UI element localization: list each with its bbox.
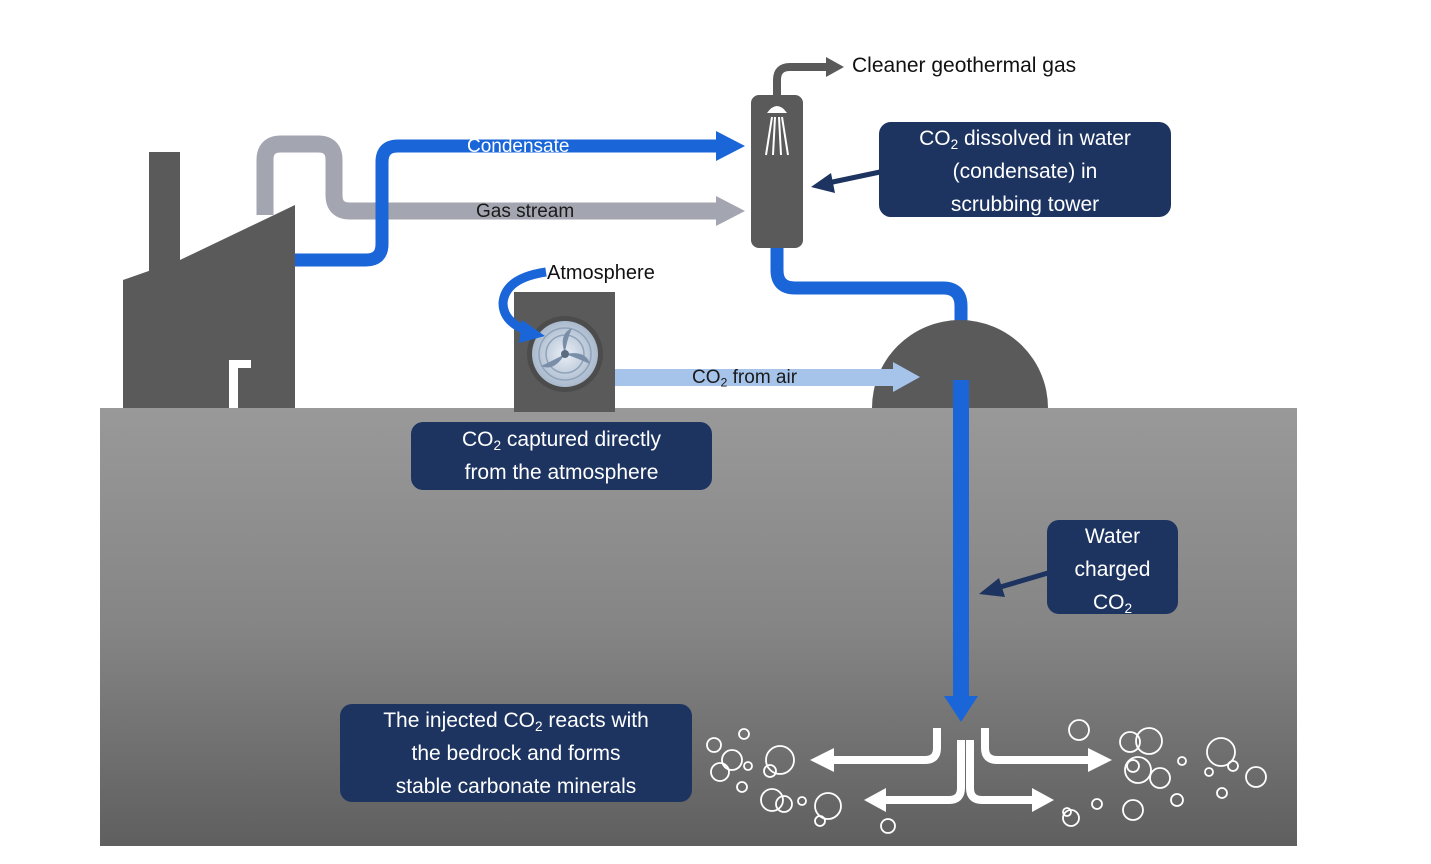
cleaner-gas-label: Cleaner geothermal gas [852, 54, 1077, 77]
scrubbing-l3: scrubbing tower [950, 193, 1100, 216]
water-pointer-arrow [979, 570, 1049, 597]
scrubbing-pointer-arrow [811, 169, 881, 193]
water-l3a: CO [1092, 591, 1125, 614]
air-capture-callout: CO2 captured directly from the atmospher… [411, 422, 712, 490]
condensate-label: Condensate [467, 136, 570, 157]
co2-from-air-co: CO [692, 367, 721, 388]
scrubbing-l2: (condensate) in [952, 160, 1098, 183]
tower-outflow-pipe [770, 248, 968, 322]
capture-l2: from the atmosphere [464, 461, 659, 484]
spread-arrowheads [810, 748, 1112, 812]
scrubbing-tower [751, 57, 844, 248]
shower-icon [765, 106, 789, 156]
atmosphere-label: Atmosphere [547, 262, 655, 284]
water-charged-callout: Water charged CO2 [1047, 520, 1178, 617]
bedrock-reaction-callout: The injected CO2 reacts with the bedrock… [340, 704, 692, 802]
co2-from-air-sub: 2 [720, 375, 728, 390]
reacts-l1a: The injected CO [383, 709, 535, 732]
capture-l1b: captured directly [501, 428, 661, 451]
factory-building [123, 152, 295, 408]
mineral-bubbles-left [706, 728, 896, 834]
capture-l1-sub: 2 [493, 438, 502, 454]
water-l2: charged [1074, 558, 1151, 581]
scrubbing-tower-callout: CO2 dissolved in water (condensate) in s… [879, 122, 1171, 217]
fan-icon [532, 321, 598, 387]
water-l1: Water [1084, 525, 1141, 548]
scrubbing-l1a: CO [919, 127, 951, 150]
co2-from-air-stream [612, 362, 920, 392]
injection-mound [872, 320, 1048, 408]
reacts-l1b: reacts with [542, 709, 649, 732]
injection-pipe [944, 380, 978, 722]
gas-stream-pipe [256, 135, 745, 226]
capture-l1a: CO [461, 428, 494, 451]
atmosphere-intake-arrow [498, 267, 547, 343]
condensate-pipe [295, 131, 745, 267]
co2-from-air-text: from air [732, 367, 798, 388]
gas-stream-label: Gas stream [476, 201, 575, 222]
mineral-bubbles-right [1062, 719, 1267, 827]
reacts-l1-sub: 2 [534, 719, 543, 735]
spread-arrows [832, 728, 1090, 804]
co2-from-air-label: CO2 from air [692, 367, 798, 390]
reacts-l3: stable carbonate minerals [395, 775, 637, 798]
water-l3-sub: 2 [1124, 601, 1133, 617]
scrubbing-l1b: dissolved in water [958, 127, 1131, 150]
scrubbing-l1-sub: 2 [950, 137, 959, 153]
reacts-l2: the bedrock and forms [411, 742, 621, 765]
